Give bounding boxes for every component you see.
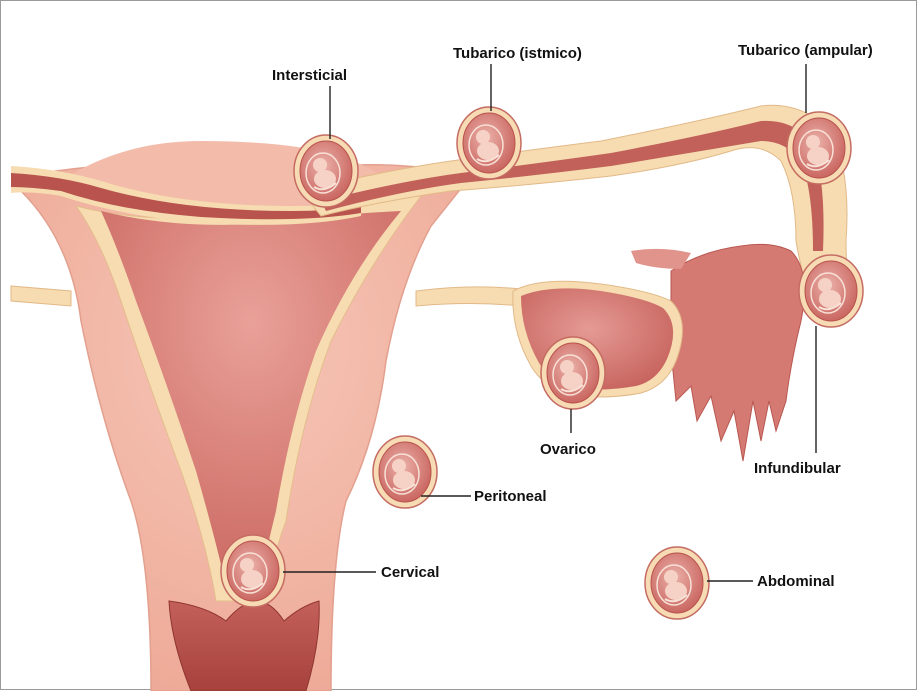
label-istmico: Tubarico (istmico): [453, 45, 582, 62]
label-abdominal: Abdominal: [757, 573, 835, 590]
label-peritoneal: Peritoneal: [474, 488, 547, 505]
sac-intersticial: [294, 135, 358, 207]
sac-peritoneal: [373, 436, 437, 508]
sac-istmico: [457, 107, 521, 179]
label-ampular: Tubarico (ampular): [738, 42, 873, 59]
sac-ovarico: [541, 337, 605, 409]
cervix: [169, 601, 319, 691]
label-cervical: Cervical: [381, 564, 439, 581]
label-infundibular: Infundibular: [754, 460, 841, 477]
label-ovarico: Ovarico: [540, 441, 596, 458]
label-intersticial: Intersticial: [272, 67, 347, 84]
infundibulum: [669, 244, 804, 461]
sac-cervical: [221, 535, 285, 607]
sac-abdominal: [645, 547, 709, 619]
sac-ampular: [787, 112, 851, 184]
sac-infundibular: [799, 255, 863, 327]
